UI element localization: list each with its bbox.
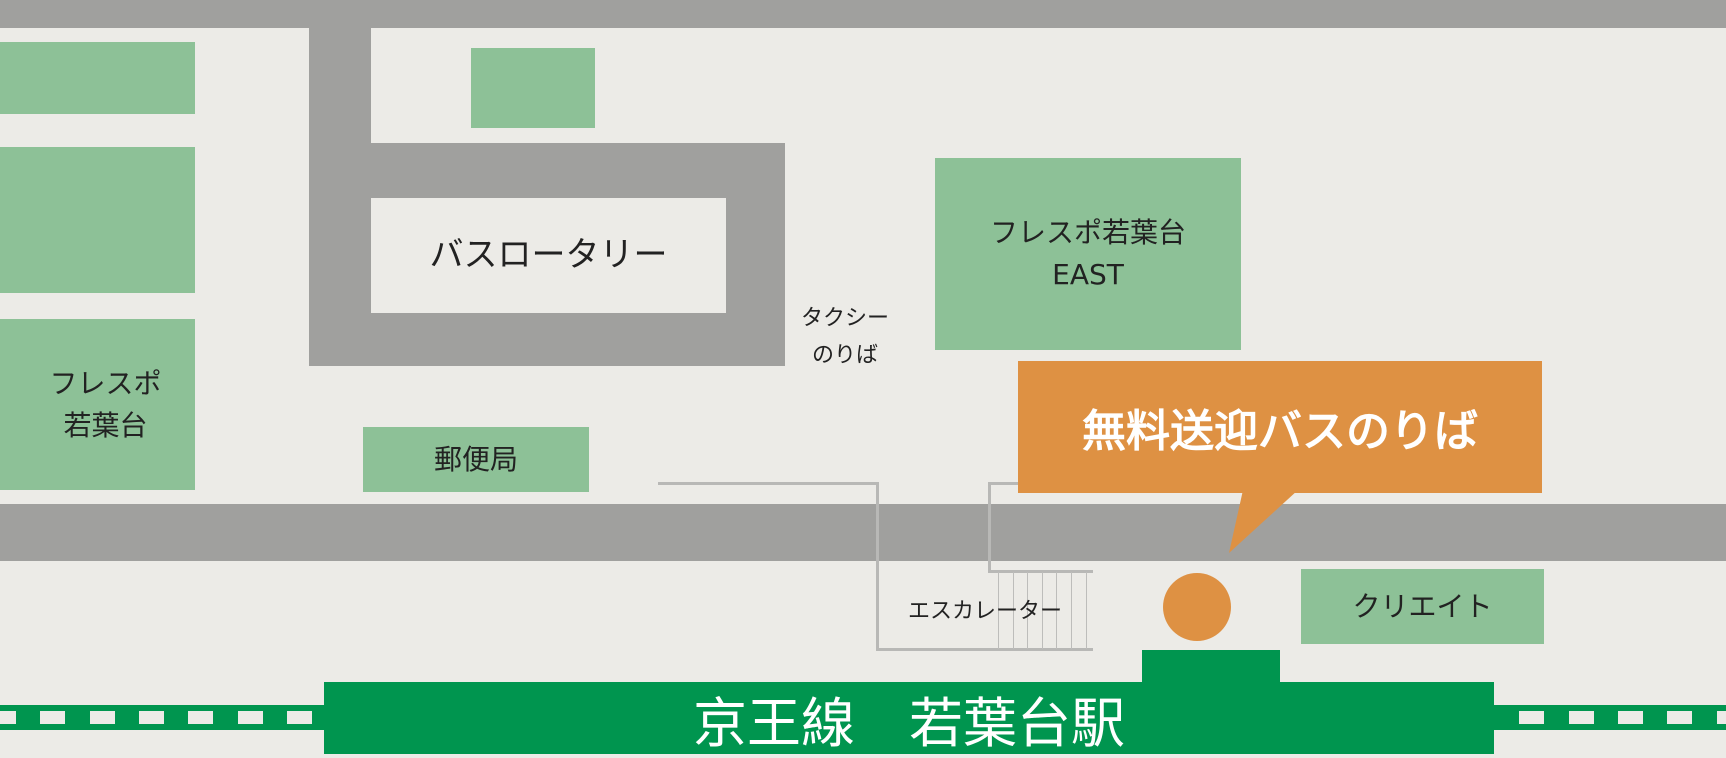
track-dash xyxy=(90,711,115,724)
track-dash xyxy=(40,711,65,724)
track-dash xyxy=(188,711,213,724)
track-dash xyxy=(1618,711,1643,724)
track-dash xyxy=(1569,711,1594,724)
track-dash xyxy=(1667,711,1692,724)
bus-stop-marker xyxy=(1163,573,1231,641)
wakabadai-station: 京王線 若葉台駅 xyxy=(324,682,1494,754)
track-dash xyxy=(1519,711,1544,724)
track-dash xyxy=(238,711,263,724)
track-dash xyxy=(0,711,16,724)
track-dash xyxy=(1717,711,1726,724)
track-dash xyxy=(139,711,164,724)
track-dash xyxy=(287,711,312,724)
station-label: 京王線 若葉台駅 xyxy=(693,679,1125,758)
